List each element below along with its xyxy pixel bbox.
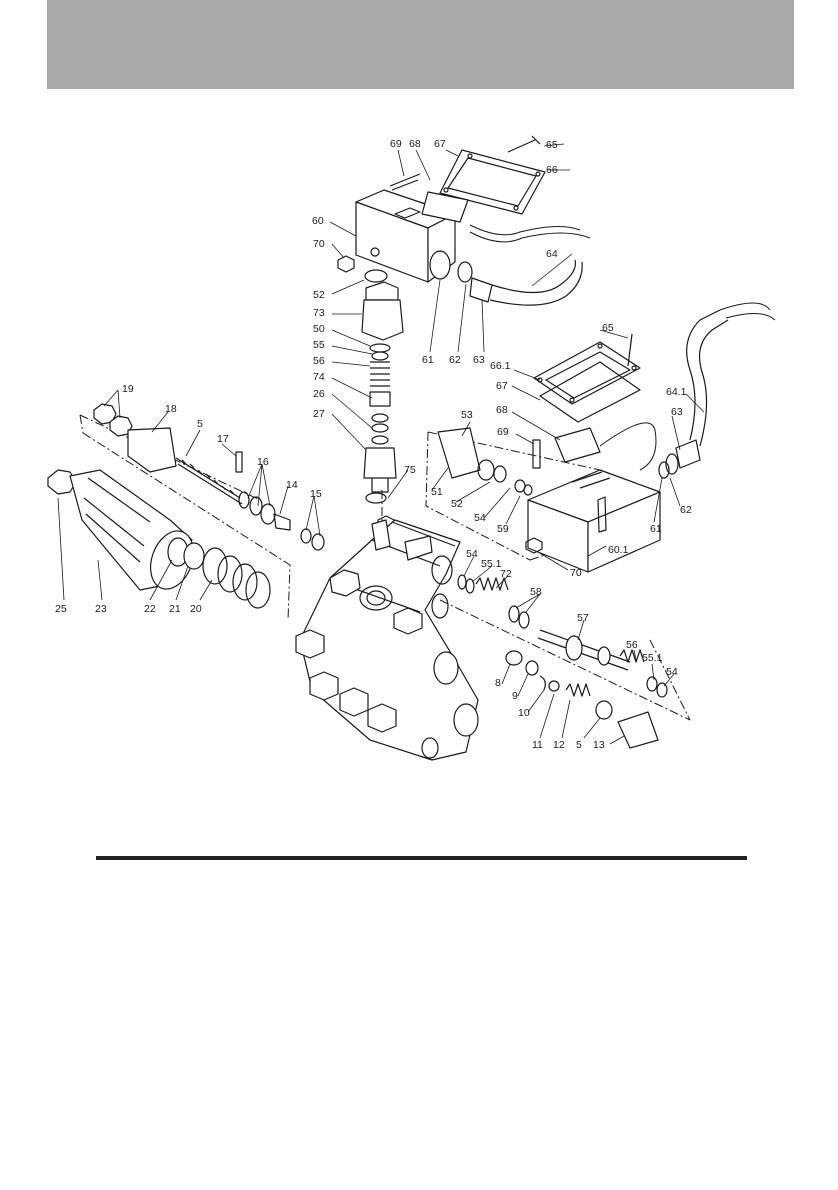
part-label: 52	[451, 498, 463, 510]
part-label: 63	[671, 406, 683, 418]
part-label: 10	[518, 707, 530, 719]
part-label: 62	[449, 354, 461, 366]
part-label: 68	[409, 138, 421, 150]
part-label: 65	[546, 139, 558, 151]
part-label: 72	[500, 568, 512, 580]
part-label: 55.1	[642, 652, 663, 664]
part-label: 13	[593, 739, 605, 751]
part-label: 55.1	[481, 558, 502, 570]
part-label: 56	[626, 639, 638, 651]
part-label: 20	[190, 603, 202, 615]
part-label: 66	[546, 164, 558, 176]
part-label: 54	[474, 512, 486, 524]
part-label: 61	[422, 354, 434, 366]
part-label: 54	[666, 666, 678, 678]
part-label: 5	[197, 418, 203, 430]
part-label: 21	[169, 603, 181, 615]
part-label: 73	[313, 307, 325, 319]
part-label: 15	[310, 488, 322, 500]
part-label: 17	[217, 433, 229, 445]
part-label: 52	[313, 289, 325, 301]
part-label: 18	[165, 403, 177, 415]
part-label: 67	[434, 138, 446, 150]
part-label: 63	[473, 354, 485, 366]
part-label: 19	[122, 383, 134, 395]
part-label: 64	[546, 248, 558, 260]
switch-box-60	[338, 136, 590, 305]
part-label: 22	[144, 603, 156, 615]
part-label: 9	[512, 690, 518, 702]
part-label: 60	[312, 215, 324, 227]
part-label: 5	[576, 739, 582, 751]
part-label: 68	[496, 404, 508, 416]
section-divider-rule	[96, 856, 747, 860]
part-label: 50	[313, 323, 325, 335]
part-label: 64.1	[666, 386, 687, 398]
part-label: 8	[495, 677, 501, 689]
part-label: 75	[404, 464, 416, 476]
main-valve-block	[296, 520, 478, 760]
part-label: 61	[650, 523, 662, 535]
part-label: 65	[602, 322, 614, 334]
switch-box-60-1	[438, 303, 775, 572]
part-label: 69	[390, 138, 402, 150]
part-label: 57	[577, 612, 589, 624]
part-label: 11	[532, 739, 543, 751]
part-label: 58	[530, 586, 542, 598]
part-label: 62	[680, 504, 692, 516]
part-label: 69	[497, 426, 509, 438]
part-label: 54	[466, 548, 478, 560]
part-label: 55	[313, 339, 325, 351]
part-label: 56	[313, 355, 325, 367]
part-label: 70	[313, 238, 325, 250]
part-label: 59	[497, 523, 509, 535]
horizontal-valve-parts	[458, 575, 667, 748]
part-label: 67	[496, 380, 508, 392]
part-label: 25	[55, 603, 67, 615]
part-label: 74	[313, 371, 325, 383]
part-label: 51	[431, 486, 443, 498]
part-label: 27	[313, 408, 325, 420]
part-label: 70	[570, 567, 582, 579]
part-label: 23	[95, 603, 107, 615]
part-label: 66.1	[490, 360, 511, 372]
part-label: 14	[286, 479, 298, 491]
part-label: 26	[313, 388, 325, 400]
part-label: 12	[553, 739, 565, 751]
part-label: 16	[257, 456, 269, 468]
part-label: 53	[461, 409, 473, 421]
part-label: 60.1	[608, 544, 629, 556]
